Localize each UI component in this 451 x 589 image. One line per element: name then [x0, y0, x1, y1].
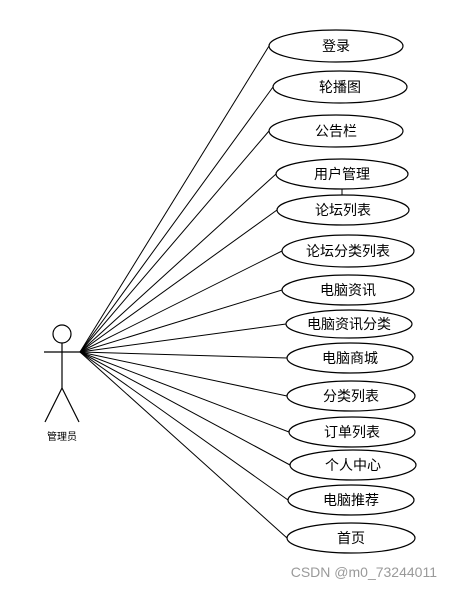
use-case-ellipse — [285, 309, 413, 339]
use-case-ellipse — [281, 274, 415, 306]
use-case: 订单列表 — [288, 416, 416, 448]
use-case-label: 轮播图 — [319, 80, 361, 96]
use-case-ellipse — [272, 70, 408, 104]
use-case-ellipse — [286, 342, 414, 374]
use-case-ellipse — [288, 416, 416, 448]
association-line — [79, 351, 288, 359]
use-case-label: 论坛列表 — [315, 203, 371, 219]
use-case-list: 登录轮播图公告栏用户管理论坛列表论坛分类列表电脑资讯电脑资讯分类电脑商城分类列表… — [268, 29, 417, 554]
association-line — [79, 351, 289, 501]
use-case: 论坛分类列表 — [281, 234, 415, 268]
association-line — [79, 351, 290, 433]
use-case-label: 登录 — [322, 39, 350, 55]
use-case: 登录 — [268, 29, 404, 63]
use-case: 分类列表 — [286, 380, 416, 412]
use-case-label: 电脑商城 — [322, 351, 378, 367]
association-line — [79, 289, 283, 353]
association-line — [79, 351, 288, 539]
use-case-label: 论坛分类列表 — [306, 244, 390, 260]
use-case: 轮播图 — [272, 70, 408, 104]
use-case-label: 电脑推荐 — [323, 493, 379, 509]
association-line — [79, 86, 274, 353]
use-case-ellipse — [276, 194, 410, 226]
association-line — [79, 351, 288, 397]
actor-right-leg — [61, 387, 80, 423]
use-case-label: 用户管理 — [314, 166, 370, 183]
use-case-ellipse — [289, 449, 417, 481]
actor-label: 管理员 — [47, 430, 77, 443]
use-case-ellipse — [268, 29, 404, 63]
use-case-ellipse — [286, 380, 416, 412]
association-line — [79, 323, 287, 353]
actor-figure — [44, 324, 80, 423]
use-case-label: 首页 — [337, 531, 365, 547]
use-case-label: 分类列表 — [323, 389, 379, 405]
association-line — [79, 173, 277, 353]
use-case-ellipse — [281, 234, 415, 268]
use-case-label: 电脑资讯分类 — [307, 317, 391, 333]
use-case-ellipse — [275, 158, 409, 190]
use-case: 首页 — [286, 522, 416, 554]
use-case: 公告栏 — [268, 114, 404, 148]
actor-head — [52, 324, 72, 344]
use-case: 用户管理 — [275, 158, 409, 190]
use-case: 电脑资讯分类 — [285, 309, 413, 339]
use-case: 论坛列表 — [276, 194, 410, 226]
use-case-label: 公告栏 — [315, 124, 357, 140]
association-line — [79, 45, 270, 353]
use-case-ellipse — [287, 484, 415, 516]
association-lines — [79, 45, 291, 539]
association-line — [79, 130, 270, 353]
association-line — [79, 351, 291, 466]
association-line — [79, 250, 283, 353]
association-line — [79, 209, 278, 353]
use-case-label: 订单列表 — [324, 425, 380, 441]
watermark: CSDN @m0_73244011 — [291, 564, 437, 580]
use-case-label: 电脑资讯 — [320, 283, 376, 299]
use-case: 个人中心 — [289, 449, 417, 481]
use-case: 电脑商城 — [286, 342, 414, 374]
use-case-ellipse — [286, 522, 416, 554]
use-case-ellipse — [268, 114, 404, 148]
use-case-label: 个人中心 — [325, 458, 381, 474]
use-case: 电脑推荐 — [287, 484, 415, 516]
actor-left-leg — [44, 387, 63, 423]
use-case: 电脑资讯 — [281, 274, 415, 306]
